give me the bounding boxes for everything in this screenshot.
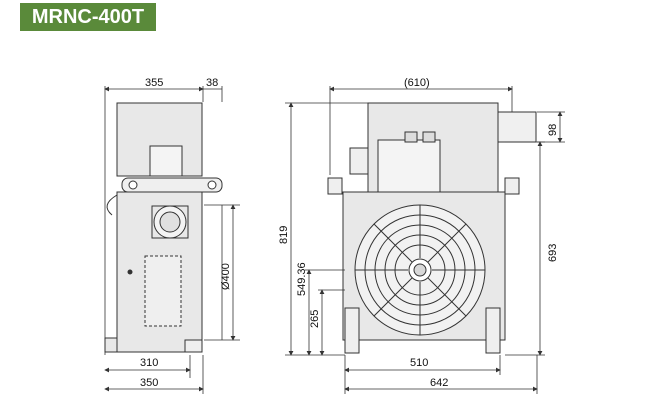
front-motor-end: [497, 111, 537, 143]
dim-front-motor-height: 98: [547, 124, 559, 136]
side-motor-block: [149, 145, 183, 177]
side-dimension-lines: [104, 86, 240, 394]
dim-front-center-height: 549.36: [296, 262, 308, 296]
dim-side-diameter: Ø400: [220, 263, 232, 290]
dim-front-base-height: 265: [309, 310, 321, 328]
front-view: [327, 102, 537, 354]
side-panel: [144, 255, 182, 327]
dim-front-total-height: 819: [278, 226, 290, 244]
dim-front-base-510: 510: [410, 357, 428, 369]
dim-front-motor-length: (610): [404, 77, 430, 89]
model-title: MRNC-400T: [20, 3, 156, 31]
front-motor-block: [377, 139, 441, 196]
dim-side-base-350: 350: [140, 377, 158, 389]
dim-front-base-642: 642: [430, 377, 448, 389]
dim-side-offset-top: 38: [206, 77, 218, 89]
dim-side-width-top: 355: [145, 77, 163, 89]
dim-front-right-height: 693: [547, 244, 559, 262]
side-view: [104, 102, 223, 353]
front-dimension-lines: [285, 86, 565, 394]
dim-side-base-310: 310: [140, 357, 158, 369]
